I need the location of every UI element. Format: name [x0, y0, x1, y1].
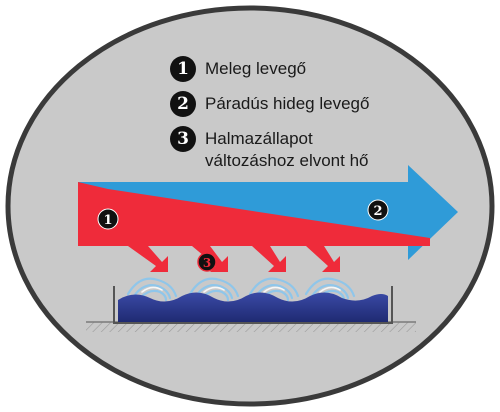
legend-label: Páradús hideg levegő — [205, 94, 370, 113]
vapor-swirls — [126, 277, 356, 302]
down-arrow-3 — [252, 246, 286, 272]
marker-warm-air-label: 1 — [103, 213, 112, 228]
legend-label: Meleg levegő — [205, 59, 307, 78]
marker-humid-cold-air: 2 — [367, 199, 389, 221]
vapor-group-2 — [188, 277, 240, 302]
legend-number-badge: 2 — [170, 91, 196, 117]
marker-humid-cold-air-circle — [367, 199, 389, 221]
legend-number-badge: 1 — [170, 56, 196, 82]
vapor-group-3 — [248, 277, 300, 302]
legend-item-humid-cold-air: 2 Páradús hideg levegő — [170, 91, 369, 117]
legend-number-badge: 3 — [170, 126, 196, 152]
down-arrow-4 — [306, 246, 340, 272]
marker-humid-cold-air-label: 2 — [373, 204, 382, 219]
warm-air-wedge — [78, 182, 430, 246]
marker-latent-heat-circle — [197, 252, 217, 272]
legend-item-warm-air: 1 Meleg levegő — [170, 56, 306, 82]
vapor-highlights — [141, 286, 341, 293]
marker-warm-air-circle — [97, 208, 119, 230]
legend-label: Halmazállapot változáshoz elvont hő — [205, 129, 369, 170]
marker-warm-air: 1 — [97, 208, 119, 230]
water-body — [118, 292, 388, 322]
warm-air-down-arrows — [128, 246, 340, 272]
basin-walls — [113, 286, 393, 324]
ground — [86, 322, 416, 332]
down-arrow-1 — [128, 246, 168, 272]
legend-item-latent-heat: 3 Halmazállapot változáshoz elvont hő — [170, 126, 369, 172]
vapor-group-1 — [126, 277, 178, 302]
marker-latent-heat: 3 — [197, 252, 217, 272]
marker-latent-heat-label: 3 — [203, 256, 211, 270]
